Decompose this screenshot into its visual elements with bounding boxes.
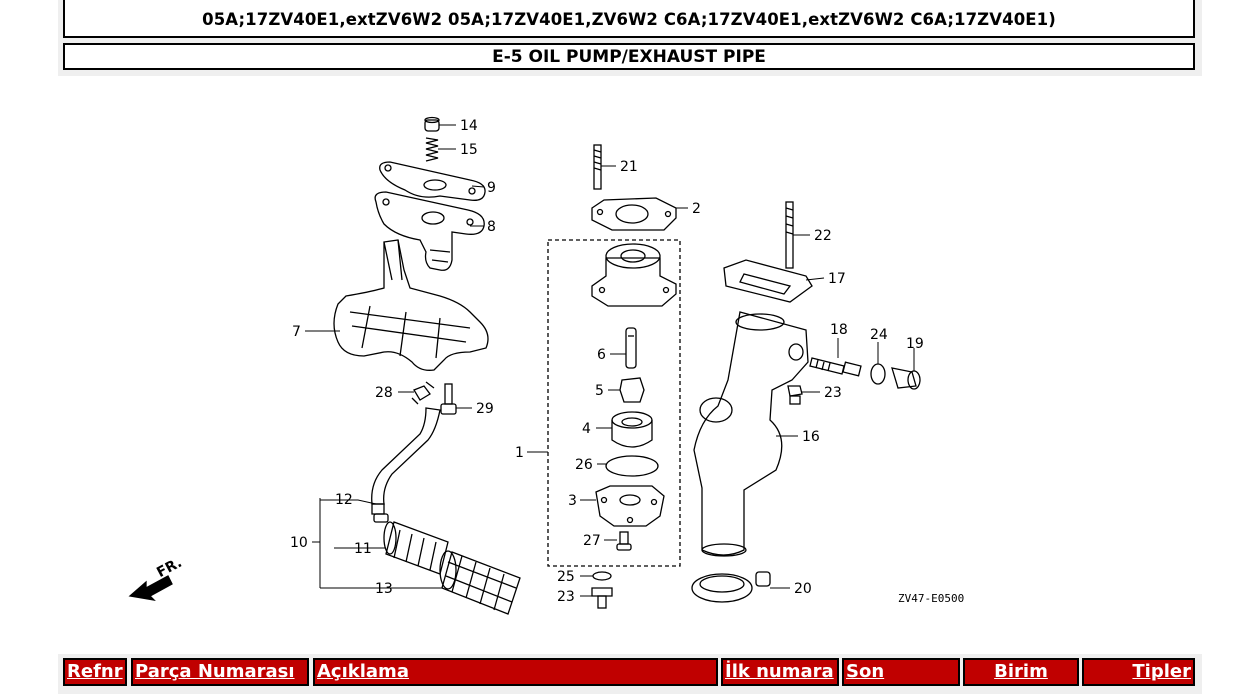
col-unit[interactable]: Birim bbox=[963, 658, 1079, 686]
part-3-cover bbox=[595, 485, 665, 527]
callout-23-lower: 23 bbox=[557, 589, 575, 605]
part-25-washer bbox=[592, 571, 612, 581]
col-types[interactable]: Tipler bbox=[1082, 658, 1195, 686]
callout-16: 16 bbox=[802, 429, 820, 445]
callout-11: 11 bbox=[354, 541, 372, 557]
callout-24: 24 bbox=[870, 327, 888, 343]
callout-15: 15 bbox=[460, 142, 478, 158]
section-title: E-5 OIL PUMP/EXHAUST PIPE bbox=[63, 43, 1195, 70]
callout-2: 2 bbox=[692, 201, 701, 217]
part-15-spring bbox=[425, 137, 439, 162]
col-refnr[interactable]: Refnr bbox=[63, 658, 127, 686]
callout-22: 22 bbox=[814, 228, 832, 244]
part-29-bolt bbox=[440, 383, 457, 415]
part-14-cap bbox=[424, 116, 440, 132]
callout-13: 13 bbox=[375, 581, 393, 597]
part-26-oring bbox=[605, 455, 659, 477]
callout-25: 25 bbox=[557, 569, 575, 585]
part-4-ring bbox=[611, 411, 653, 448]
part-22-stud bbox=[785, 201, 794, 269]
callout-17: 17 bbox=[828, 271, 846, 287]
callout-23-upper: 23 bbox=[824, 385, 842, 401]
part-19-nut bbox=[891, 367, 921, 390]
part-20-gasket bbox=[691, 571, 771, 603]
callout-28: 28 bbox=[375, 385, 393, 401]
part-11-filter bbox=[383, 521, 449, 575]
front-arrow-icon bbox=[128, 575, 173, 601]
callout-8: 8 bbox=[487, 219, 496, 235]
callout-3: 3 bbox=[568, 493, 577, 509]
part-9-gasket bbox=[379, 161, 486, 201]
drawing-code: ZV47-E0500 bbox=[898, 592, 964, 605]
part-13-strainer bbox=[439, 550, 521, 615]
callout-19: 19 bbox=[906, 336, 924, 352]
part-27-bolt bbox=[616, 531, 632, 551]
callout-7: 7 bbox=[292, 324, 301, 340]
col-first-number[interactable]: İlk numara bbox=[721, 658, 839, 686]
callout-1: 1 bbox=[515, 445, 524, 461]
callout-20: 20 bbox=[794, 581, 812, 597]
col-part-number[interactable]: Parça Numarası bbox=[131, 658, 309, 686]
part-6-shaft bbox=[625, 327, 637, 369]
parts-diagram: 14 15 9 8 7 28 29 12 10 11 13 21 2 1 6 5… bbox=[0, 90, 1260, 630]
callout-29: 29 bbox=[476, 401, 494, 417]
part-8-cover bbox=[374, 191, 485, 271]
callout-26: 26 bbox=[575, 457, 593, 473]
part-24-washer bbox=[870, 363, 886, 385]
callout-18: 18 bbox=[830, 322, 848, 338]
part-21-stud bbox=[593, 144, 602, 190]
callout-14: 14 bbox=[460, 118, 478, 134]
callout-12: 12 bbox=[335, 492, 353, 508]
callout-10: 10 bbox=[290, 535, 308, 551]
callout-9: 9 bbox=[487, 180, 496, 196]
models-line: 05A;17ZV40E1,extZV6W2 05A;17ZV40E1,ZV6W2… bbox=[63, 0, 1195, 38]
part-pump-body bbox=[591, 243, 677, 307]
col-description[interactable]: Açıklama bbox=[313, 658, 718, 686]
part-23-bolt-upper bbox=[787, 385, 803, 405]
leader-lines bbox=[305, 124, 915, 597]
part-5-rotor bbox=[619, 377, 645, 403]
group-bracket bbox=[547, 239, 681, 567]
callout-21: 21 bbox=[620, 159, 638, 175]
part-7-plate bbox=[333, 239, 489, 371]
front-label: FR. bbox=[154, 555, 184, 581]
callout-27: 27 bbox=[583, 533, 601, 549]
callout-numbers: 14 15 9 8 7 28 29 12 10 11 13 21 2 1 6 5… bbox=[154, 118, 964, 605]
part-17-gasket bbox=[723, 259, 813, 303]
part-28-clip bbox=[411, 381, 435, 405]
callout-4: 4 bbox=[582, 421, 591, 437]
part-18-bolt bbox=[809, 357, 862, 377]
part-16-exhaust-pipe bbox=[693, 311, 809, 557]
col-last[interactable]: Son bbox=[842, 658, 960, 686]
callout-5: 5 bbox=[595, 383, 604, 399]
part-2-gasket bbox=[591, 197, 677, 231]
part-pipe bbox=[371, 407, 441, 523]
callout-6: 6 bbox=[597, 347, 606, 363]
part-23-bolt-lower bbox=[591, 587, 613, 609]
